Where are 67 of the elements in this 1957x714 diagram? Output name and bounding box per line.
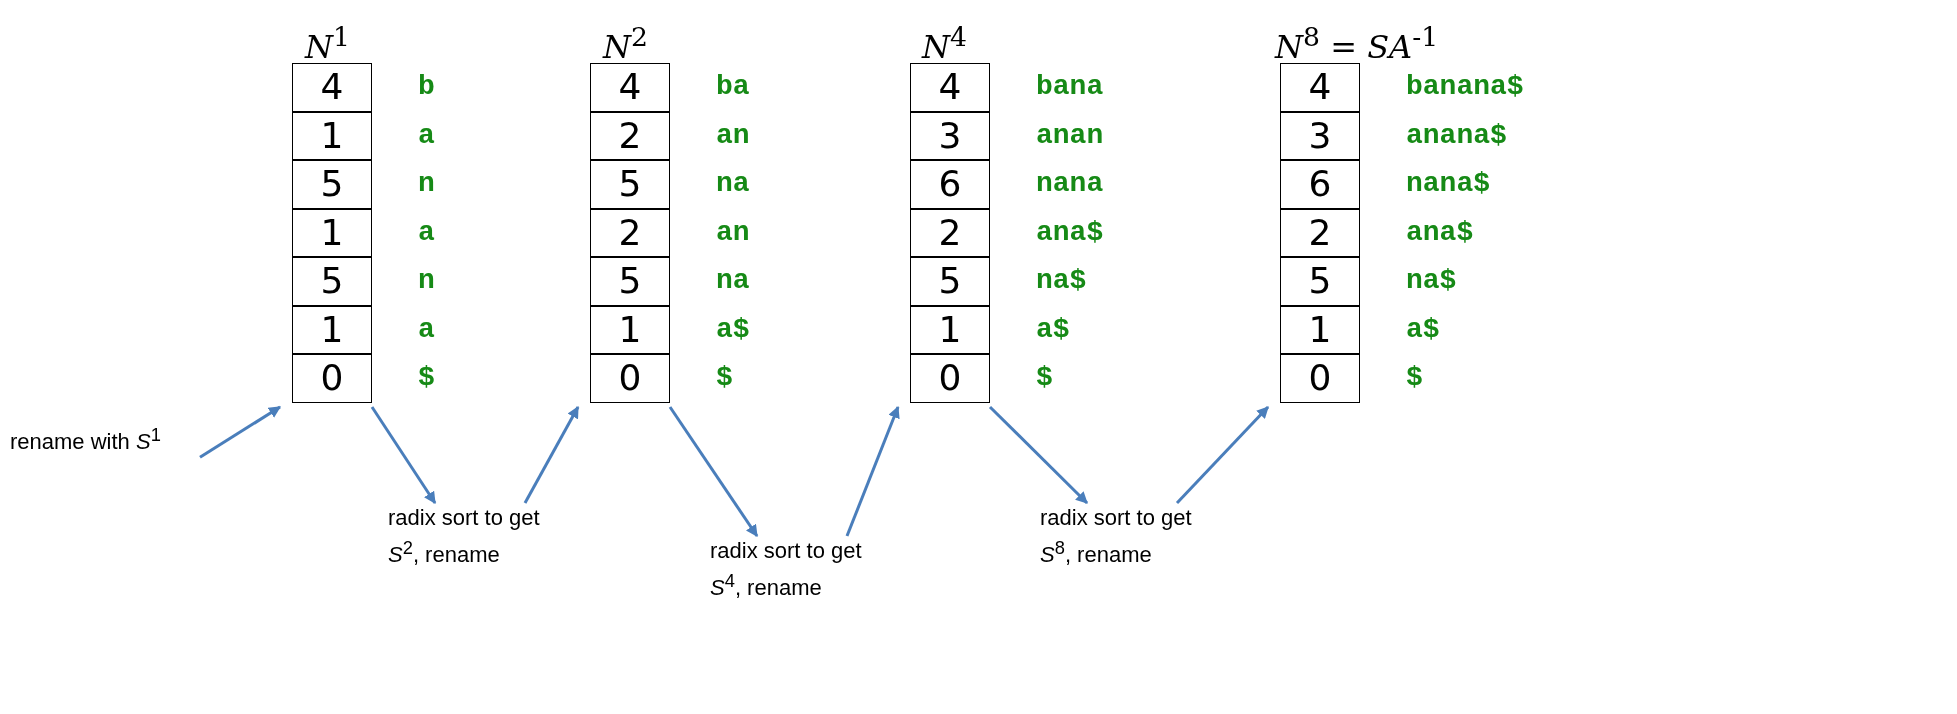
suffix-text: banana$ xyxy=(1406,71,1524,103)
index-cell: 5 xyxy=(590,257,670,306)
index-cell: 5 xyxy=(292,257,372,306)
annotation-text: radix sort to get S$^{2}$, rename xyxy=(388,503,568,571)
suffix-text: na xyxy=(716,168,750,200)
arrow xyxy=(523,405,580,504)
suffix-text: a$ xyxy=(1406,313,1440,346)
suffix-text: na xyxy=(716,265,750,297)
suffix-text: $ xyxy=(1036,362,1053,394)
suffix-text: a$ xyxy=(716,313,750,346)
index-cell: 4 xyxy=(910,63,990,112)
suffix-text: ana$ xyxy=(1406,216,1474,249)
annotation-text: rename with S$^{1}$ xyxy=(10,420,205,458)
suffix-text: n xyxy=(418,168,435,200)
suffix-text: na$ xyxy=(1036,265,1087,297)
arrow xyxy=(199,405,281,459)
index-cell: 4 xyxy=(590,63,670,112)
suffix-text: na$ xyxy=(1406,265,1457,297)
index-cell: 4 xyxy=(292,63,372,112)
suffix-text: $ xyxy=(716,362,733,394)
index-cell: 5 xyxy=(292,160,372,209)
index-cell: 0 xyxy=(1280,354,1360,403)
suffix-text: a xyxy=(418,313,435,346)
index-cell: 1 xyxy=(910,305,990,354)
arrow xyxy=(988,405,1089,505)
suffix-text: a$ xyxy=(1036,313,1070,346)
suffix-text: b xyxy=(418,71,435,103)
index-cell: 5 xyxy=(590,160,670,209)
arrow xyxy=(845,405,900,537)
suffix-text: n xyxy=(418,265,435,297)
index-cell: 2 xyxy=(590,111,670,160)
suffix-text: nana xyxy=(1036,168,1104,200)
arrow xyxy=(1175,405,1270,505)
index-cell: 2 xyxy=(1280,208,1360,257)
suffix-text: ba xyxy=(716,71,750,103)
suffix-text: nana$ xyxy=(1406,168,1490,200)
index-cell: 2 xyxy=(590,208,670,257)
index-cell: 2 xyxy=(910,208,990,257)
arrow xyxy=(668,406,759,537)
index-cell: 4 xyxy=(1280,63,1360,112)
annotation-text: radix sort to get S$^{8}$, rename xyxy=(1040,503,1220,571)
index-cell: 1 xyxy=(1280,305,1360,354)
suffix-text: a xyxy=(418,216,435,249)
suffix-text: an xyxy=(716,119,750,152)
index-cell: 0 xyxy=(590,354,670,403)
index-cell: 5 xyxy=(910,257,990,306)
suffix-text: bana xyxy=(1036,71,1104,103)
suffix-text: a xyxy=(418,119,435,152)
index-cell: 1 xyxy=(292,305,372,354)
index-cell: 3 xyxy=(1280,111,1360,160)
index-cell: 0 xyxy=(910,354,990,403)
index-cell: 1 xyxy=(590,305,670,354)
index-cell: 6 xyxy=(910,160,990,209)
index-cell: 0 xyxy=(292,354,372,403)
suffix-text: an xyxy=(716,216,750,249)
suffix-text: anana$ xyxy=(1406,119,1507,152)
arrow xyxy=(370,406,437,504)
suffix-text: anan xyxy=(1036,119,1104,152)
index-cell: 1 xyxy=(292,111,372,160)
index-cell: 1 xyxy=(292,208,372,257)
annotation-text: radix sort to get S$^{4}$, rename xyxy=(710,536,890,604)
index-cell: 6 xyxy=(1280,160,1360,209)
index-cell: 5 xyxy=(1280,257,1360,306)
suffix-text: $ xyxy=(1406,362,1423,394)
suffix-text: ana$ xyxy=(1036,216,1104,249)
suffix-text: $ xyxy=(418,362,435,394)
index-cell: 3 xyxy=(910,111,990,160)
